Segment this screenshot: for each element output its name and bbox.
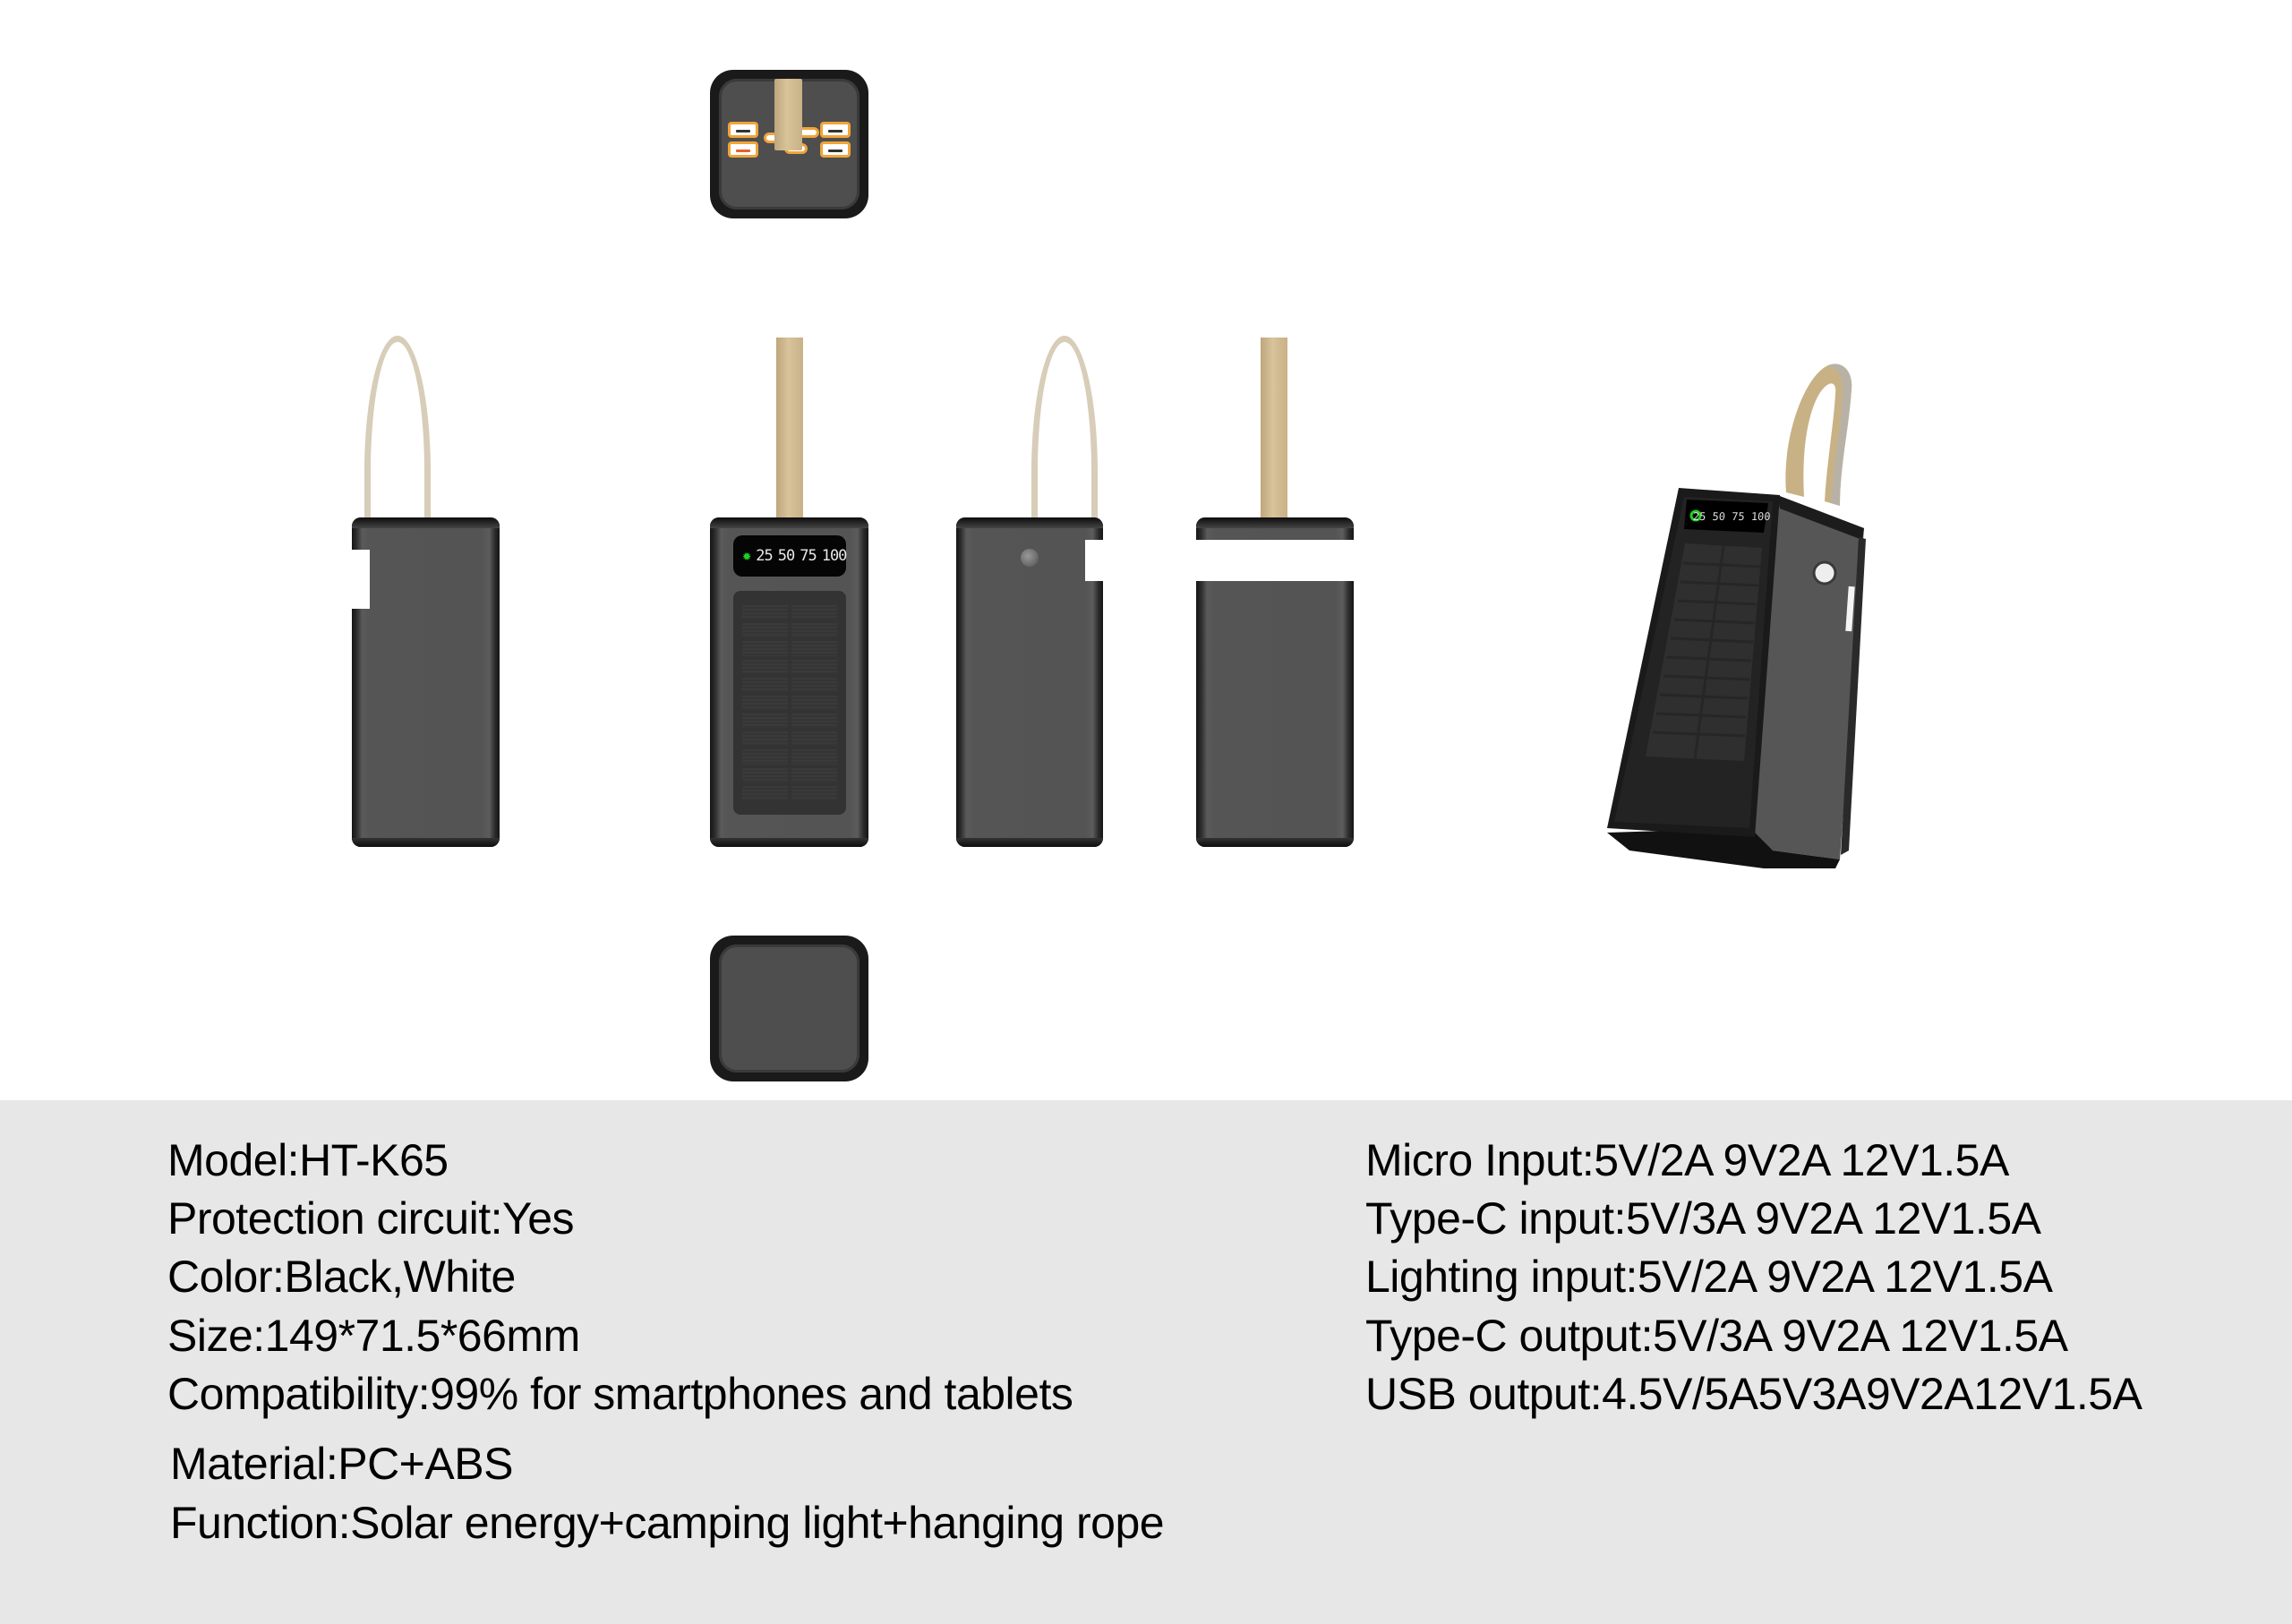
solar-cell [742,623,788,638]
usb-port-icon [820,122,851,138]
lcd-level: 75 [800,547,817,565]
lcd-levels: 25 50 75 100 [1692,510,1771,523]
lanyard-cord [1031,336,1098,530]
spec-type-c-output: Type-C output:5V/3A 9V2A 12V1.5A [1365,1311,2068,1361]
usb-port-icon [820,141,851,158]
lcd-level: 100 [821,547,848,565]
spec-material: Material:PC+ABS [170,1439,513,1489]
bottom-end-view [710,936,868,1081]
solar-cell [791,785,837,800]
solar-cell [791,677,837,692]
spec-color: Color:Black,White [167,1252,516,1302]
strap [1261,338,1287,521]
usb-port-icon [728,141,758,158]
lanyard-cord [364,336,431,530]
sun-icon [1689,509,1702,522]
lcd-level: 50 [777,547,796,565]
lcd-level: 25 [756,547,774,565]
light-band [1196,540,1354,581]
perspective-view: 25 50 75 100 [1607,363,1866,868]
spec-model: Model:HT-K65 [167,1135,449,1185]
light-window [352,550,370,609]
solar-panel [733,591,846,815]
solar-cell [742,731,788,747]
solar-cell [791,749,837,765]
light-window [1085,540,1103,581]
solar-cell [791,623,837,638]
solar-cell [742,714,788,729]
solar-cell [791,641,837,656]
front-view: ✹ 25 50 75 100 [710,517,868,847]
side-right-view [956,517,1103,847]
solar-cell [742,677,788,692]
spec-usb-output: USB output:4.5V/5A5V3A9V2A12V1.5A [1365,1369,2142,1419]
solar-cell [742,767,788,782]
strap [776,338,803,521]
solar-cell [791,605,837,620]
spec-size: Size:149*71.5*66mm [167,1311,580,1361]
solar-cell [791,659,837,674]
power-button-icon [1021,549,1039,567]
spec-lighting-input: Lighting input:5V/2A 9V2A 12V1.5A [1365,1252,2053,1302]
spec-micro-input: Micro Input:5V/2A 9V2A 12V1.5A [1365,1135,2009,1185]
solar-cell [791,714,837,729]
spec-compatibility: Compatibility:99% for smartphones and ta… [167,1369,1073,1419]
side-left-view [352,517,500,847]
spec-function: Function:Solar energy+camping light+hang… [170,1498,1165,1548]
bottom-end-face [719,944,860,1073]
solar-cell [742,659,788,674]
solar-cell [791,767,837,782]
spec-panel [0,1100,2292,1624]
solar-cell [791,731,837,747]
back-view [1196,517,1354,847]
top-end-view [710,70,868,218]
spec-protection-circuit: Protection circuit:Yes [167,1193,575,1244]
solar-cell [742,605,788,620]
sun-icon: ✹ [742,547,751,565]
solar-cell [742,695,788,711]
battery-level-display: ✹ 25 50 75 100 [733,535,848,577]
solar-cell [742,749,788,765]
solar-cell [742,641,788,656]
spec-type-c-input: Type-C input:5V/3A 9V2A 12V1.5A [1365,1193,2041,1244]
usb-port-icon [728,122,758,138]
solar-cell [791,695,837,711]
solar-cell [742,785,788,800]
strap [774,79,802,150]
